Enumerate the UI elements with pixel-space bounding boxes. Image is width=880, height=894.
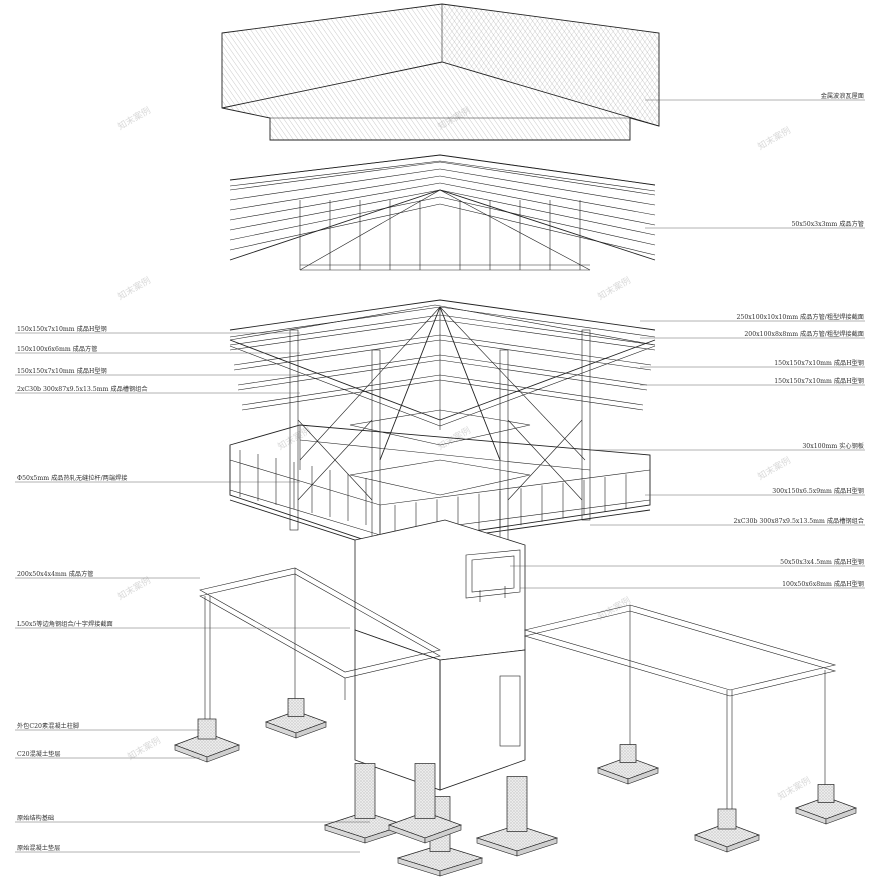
watermark-text: 知末案例 <box>276 424 313 452</box>
label-h-steel-300: 300x150x6.5x9mm 成品H型钢 <box>772 487 864 495</box>
main-truss-layer <box>229 299 656 461</box>
purlin-frame-layer <box>229 154 656 271</box>
watermark-text: 知末案例 <box>126 734 163 762</box>
metal-roof-layer <box>221 3 660 141</box>
watermark-text: 知末案例 <box>116 104 153 132</box>
truss-tier-lower <box>229 319 656 351</box>
purlin-left <box>229 189 441 231</box>
purlin-left <box>229 182 441 221</box>
concrete-pad-side <box>439 857 483 877</box>
concrete-pedestal <box>619 744 637 763</box>
label-left-concrete-pad: C20混凝土垫层 <box>17 750 61 758</box>
label-left-tube-200: 200x50x4x4mm 成品方管 <box>17 570 93 578</box>
concrete-pedestal <box>817 784 835 803</box>
purlin-left <box>229 203 441 251</box>
ground-frame-left <box>199 567 441 730</box>
leader-lines <box>15 99 865 853</box>
purlin-right <box>439 196 656 246</box>
purlin-right <box>439 182 656 226</box>
purlin-left <box>229 196 441 241</box>
label-purlin-tube: 50x50x3x3mm 成品方管 <box>791 220 864 228</box>
watermark-text: 知末案例 <box>596 274 633 302</box>
watermark-text: 知末案例 <box>756 124 793 152</box>
label-h-steel-50: 50x50x3x4.5mm 成品H型钢 <box>780 558 864 566</box>
purlin-right <box>439 203 656 256</box>
label-left-tie-rod: Φ50x5mm 成品热轧无缝拉杆/两端焊接 <box>17 474 127 482</box>
label-left-channel-combo: 2xC30b 300x87x9.5x13.5mm 成品槽钢组合 <box>17 385 148 393</box>
right-labels: 金属波浪瓦屋面 50x50x3x3mm 成品方管 250x100x10x10mm… <box>733 92 864 588</box>
concrete-pedestal <box>717 808 737 830</box>
concrete-pedestal <box>197 718 217 740</box>
label-channel-combo-right: 2xC30b 300x87x9.5x13.5mm 成品槽钢组合 <box>733 517 864 525</box>
watermark-text: 知末案例 <box>116 574 153 602</box>
concrete-core-tower <box>354 519 526 791</box>
concrete-pedestal <box>354 763 376 819</box>
purlin-left <box>229 168 441 201</box>
concrete-pad-side <box>206 744 240 763</box>
label-left-angle-steel: L50x5等边角钢组合/十字焊接截面 <box>17 620 113 628</box>
truss-tier <box>241 374 644 406</box>
watermark-text: 知末案例 <box>776 774 813 802</box>
purlin-right <box>439 154 656 186</box>
label-left-concrete-foot: 外包C20素混凝土柱脚 <box>17 722 79 730</box>
concrete-pad-side <box>726 834 760 853</box>
purlin-left <box>229 154 441 181</box>
concrete-pad-side <box>424 824 462 844</box>
watermark-text: 知末案例 <box>596 594 633 622</box>
purlin-right <box>439 161 656 196</box>
label-left-tube-150: 150x100x6x6mm 成品方管 <box>17 345 97 353</box>
ground-frame-right <box>523 604 837 820</box>
label-h-steel-a: 150x150x7x10mm 成品H型钢 <box>774 359 864 367</box>
label-beam-200: 200x100x8x8mm 成品方管/粗型焊接截面 <box>744 330 864 338</box>
truss-tier-lower <box>241 379 644 411</box>
purlin-right <box>439 175 656 216</box>
purlin-left <box>229 175 441 211</box>
concrete-pedestal <box>287 698 305 717</box>
purlin-right <box>439 168 656 206</box>
label-metal-roof: 金属波浪瓦屋面 <box>821 92 864 100</box>
left-labels: 150x150x7x10mm 成品H型钢 150x100x6x6mm 成品方管 … <box>17 325 148 852</box>
label-left-original-pad: 原始混凝土垫层 <box>17 844 60 852</box>
label-left-h-steel-a: 150x150x7x10mm 成品H型钢 <box>17 325 107 333</box>
purlin-left <box>229 161 441 191</box>
label-left-h-steel-b: 150x150x7x10mm 成品H型钢 <box>17 367 107 375</box>
label-main-beam-250: 250x100x10x10mm 成品方管/粗型焊接截面 <box>737 313 865 321</box>
watermark-text: 知末案例 <box>756 454 793 482</box>
purlin-right <box>439 189 656 236</box>
concrete-pad-side <box>516 837 558 857</box>
concrete-pedestal <box>414 763 436 819</box>
concrete-pad-side <box>627 767 659 785</box>
footings <box>174 698 858 877</box>
watermark-text: 知末案例 <box>116 274 153 302</box>
label-h-steel-b: 150x150x7x10mm 成品H型钢 <box>774 377 864 385</box>
concrete-pad-side <box>295 721 327 739</box>
label-left-original-foundation: 原始结构基础 <box>17 814 54 822</box>
concrete-pedestal <box>506 776 528 832</box>
label-h-steel-100: 100x50x6x8mm 成品H型钢 <box>782 580 864 588</box>
label-steel-plate: 30x100mm 实心钢板 <box>802 442 864 450</box>
concrete-pad-side <box>825 807 857 825</box>
